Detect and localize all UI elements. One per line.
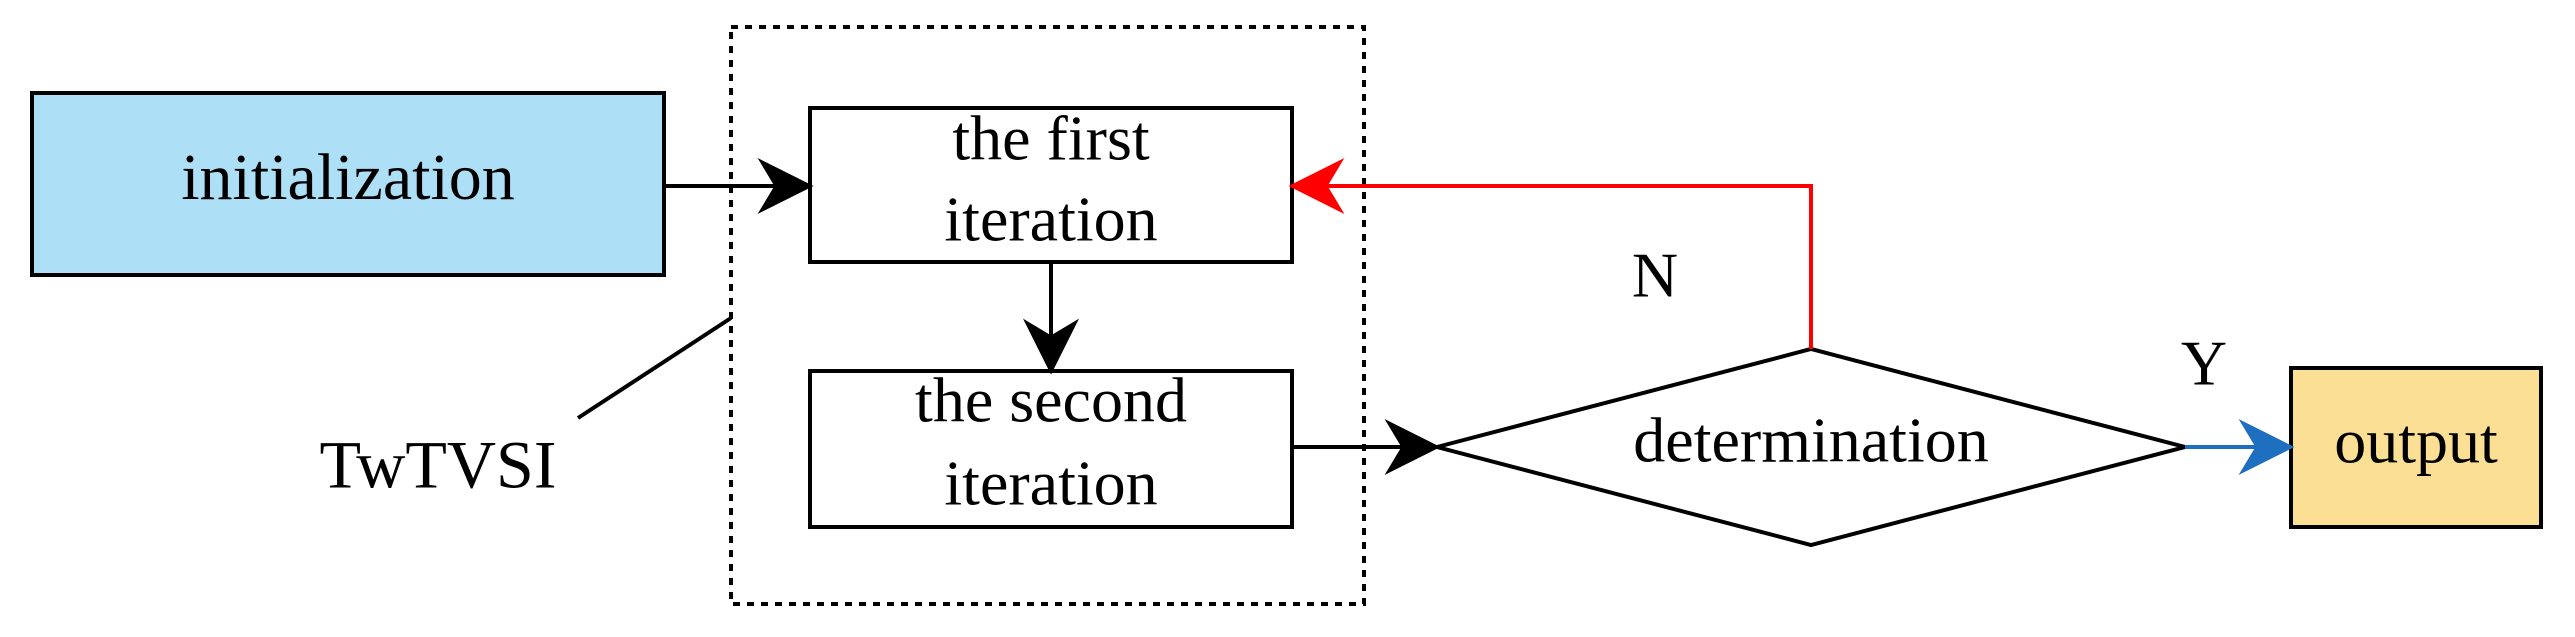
second-iteration-label-line2: iteration — [944, 448, 1157, 519]
initialization-label: initialization — [181, 141, 515, 214]
twtvsi-group-label: TwTVSI — [319, 427, 556, 503]
branch-label-yes: Y — [2181, 328, 2227, 399]
determination-label: determination — [1633, 405, 1988, 476]
first-iteration-label-line1: the first — [952, 103, 1150, 174]
output-label: output — [2334, 406, 2498, 477]
initialization-box — [30, 91, 666, 277]
second-iteration-label-line1: the second — [915, 365, 1187, 436]
branch-label-no: N — [1632, 240, 1678, 311]
second-iteration-box — [808, 369, 1294, 529]
twtvsi-pointer-line — [576, 316, 733, 420]
arrow-feedback-no — [1288, 158, 1813, 349]
output-box — [2289, 366, 2543, 529]
first-iteration-box — [808, 106, 1294, 264]
twtvsi-group-box — [729, 25, 1366, 606]
first-iteration-label-line2: iteration — [944, 184, 1157, 255]
